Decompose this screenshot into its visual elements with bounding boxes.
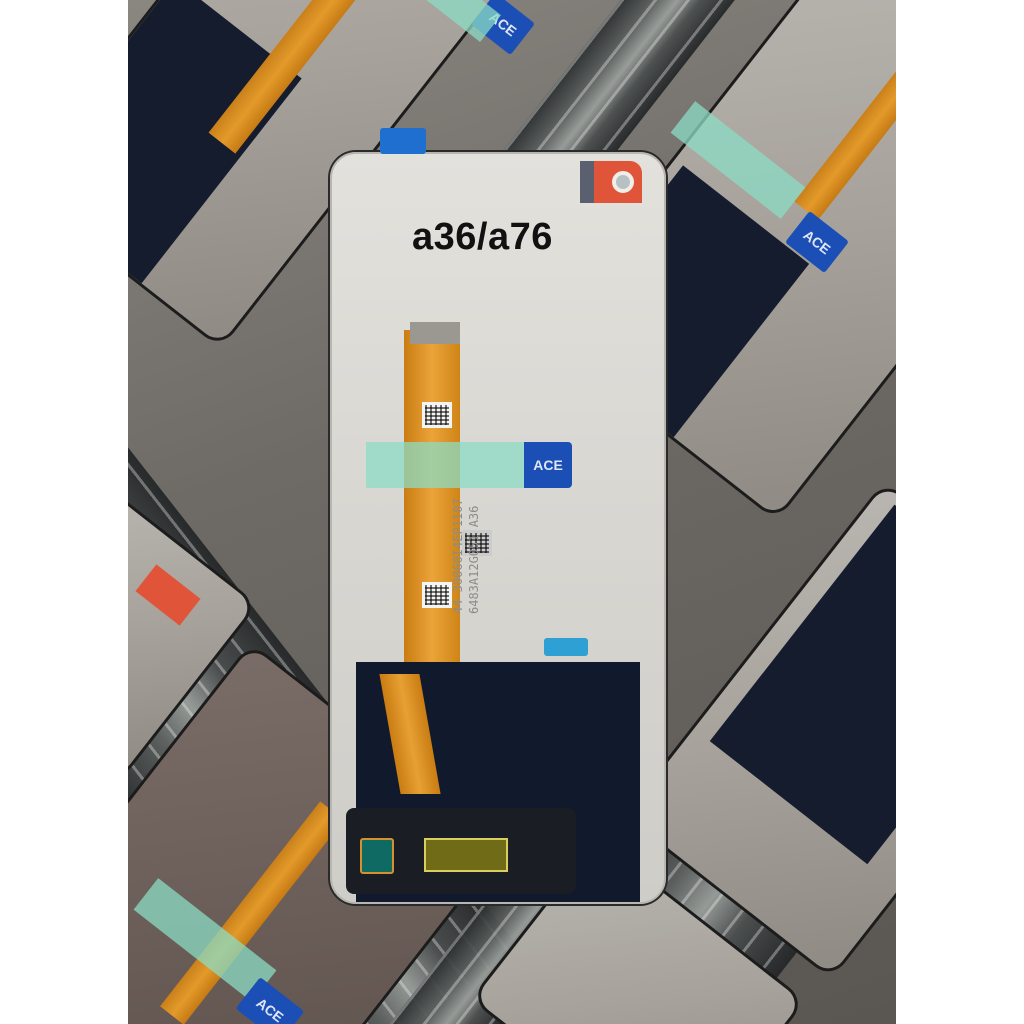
qr-code-printed <box>462 530 492 556</box>
model-label: a36/a76 <box>412 216 553 258</box>
camera-tab-strip <box>580 161 594 203</box>
driver-ic-chip <box>424 838 508 872</box>
printed-serial-text: 44-30060I4EP1107 6483A12G051 A36 <box>450 498 482 614</box>
camera-hole-icon <box>612 171 634 193</box>
serial-line-2: 6483A12G051 A36 <box>467 505 481 614</box>
top-blue-tab <box>380 128 426 154</box>
driver-board <box>346 808 576 894</box>
serial-line-1: 44-30060I4EP1107 <box>451 498 465 614</box>
ace-tag: ACE <box>524 442 572 488</box>
green-tape <box>366 442 526 488</box>
camera-cutout-tab <box>580 161 642 203</box>
flex-connector <box>410 322 460 344</box>
blue-protective-tab <box>544 638 588 656</box>
sensor-chip <box>360 838 394 874</box>
qr-code-sticker-bottom <box>422 582 452 608</box>
qr-code-sticker-top <box>422 402 452 428</box>
main-lcd-panel: a36/a76 ACE 44-30060I4EP1107 6483A12G051… <box>330 152 666 904</box>
